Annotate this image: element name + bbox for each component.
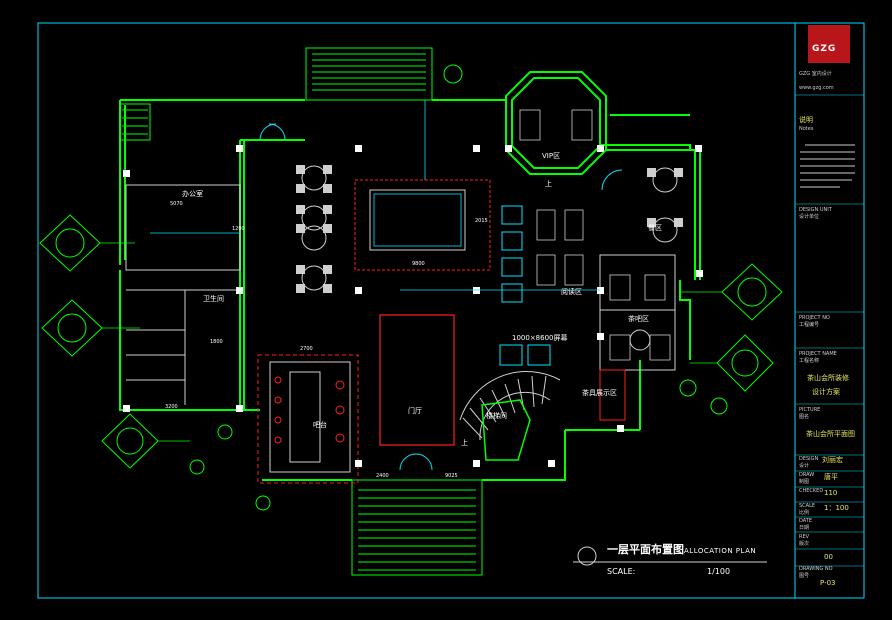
room-labels: 办公室 卫生间 吧台 门厅 楼梯间 阅读区 餐区 茶吧区 茶具展示区 VIP区 … <box>182 152 662 447</box>
title-block-grid <box>795 94 864 567</box>
draw-value: 唐平 <box>824 473 838 481</box>
scale-cn: 比例 <box>799 510 810 516</box>
logo-caption: GZG 室内设计 <box>799 71 832 77</box>
project-no-cn: 工程编号 <box>799 322 820 328</box>
notes-text-lines <box>800 144 855 188</box>
logo-mark: GZG <box>812 44 837 54</box>
draw-cn: 制图 <box>799 479 810 485</box>
scale-label: SCALE <box>799 503 816 509</box>
project-no-label: PROJECT NO <box>799 315 830 321</box>
design-cn: 设计 <box>799 463 810 469</box>
room-label-dining: 餐区 <box>648 223 662 232</box>
date-cn: 日期 <box>799 525 810 531</box>
top-stair <box>305 47 433 101</box>
title-block: GZG 室内设计 www.gzg.com 说明 Notes DESIGN UNI… <box>796 23 863 598</box>
spiral-stair <box>459 371 561 441</box>
dim-2: 2700 <box>300 346 313 352</box>
room-label-bar: 吧台 <box>313 420 327 429</box>
project-name-value-1: 茶山会所装修 <box>807 374 849 382</box>
drawing-no-label: DRAWING NO <box>799 566 833 572</box>
dim-1: 9800 <box>412 261 425 267</box>
picture-label: PICTURE <box>799 407 821 413</box>
dimension-labels: 9800 2700 9025 2400 5070 1800 2015 1200 … <box>165 201 488 479</box>
scale-value: 1：100 <box>824 504 849 512</box>
doors <box>259 123 623 471</box>
logo-url: www.gzg.com <box>799 85 834 91</box>
checked-label: CHECKED <box>799 488 824 494</box>
dim-4: 2400 <box>376 473 389 479</box>
reading-area-chairs <box>499 205 551 366</box>
design-value: 刘丽宏 <box>822 456 843 464</box>
design-unit-cn: 设计单位 <box>799 214 820 220</box>
room-label-restroom: 卫生间 <box>203 294 224 303</box>
dim-5: 5070 <box>170 201 183 207</box>
design-label: DESIGN <box>799 456 819 462</box>
bar-zone <box>257 354 359 484</box>
dim-6: 1800 <box>210 339 223 345</box>
structural-columns <box>123 145 703 467</box>
room-label-reading: 阅读区 <box>561 287 582 296</box>
room-label-lobby: 门厅 <box>408 406 422 415</box>
room-label-vip: VIP区 <box>542 152 560 160</box>
bottom-stair <box>351 479 483 576</box>
checked-value: 110 <box>824 489 838 497</box>
axis-lines <box>150 100 600 291</box>
room-label-screen: 1000×8600屏幕 <box>512 333 568 342</box>
left-terrace <box>119 103 151 141</box>
project-name-value-2: 设计方案 <box>812 388 840 396</box>
project-name-label: PROJECT NAME <box>799 351 837 357</box>
rev-cn: 版次 <box>799 541 810 547</box>
callout-leaders <box>100 242 722 442</box>
design-unit-label: DESIGN UNIT <box>799 207 832 213</box>
picture-value: 茶山会所平面图 <box>806 430 855 438</box>
room-label-stair: 楼梯间 <box>486 411 507 420</box>
dining-chairs <box>296 165 683 293</box>
elevation-callouts <box>39 64 783 511</box>
date-label: DATE <box>799 518 813 524</box>
draw-label: DRAW <box>799 472 815 478</box>
rev-value: 00 <box>824 553 833 561</box>
sheet-border <box>37 22 865 599</box>
drawing-no-value: P-03 <box>820 579 836 587</box>
lounge-sofas <box>519 109 671 361</box>
dim-3: 9025 <box>445 473 458 479</box>
project-name-cn: 工程名称 <box>799 358 820 364</box>
plan-title-en: ALLOCATION PLAN <box>684 547 757 555</box>
drawing-no-cn: 图号 <box>799 573 810 579</box>
interior-partitions <box>125 179 676 421</box>
rev-label: REV <box>799 534 810 540</box>
room-label-up-1: 上 <box>545 179 552 188</box>
notes-sub: Notes <box>799 126 814 132</box>
picture-cn: 图名 <box>799 414 810 420</box>
gzg-logo: GZG <box>808 25 850 63</box>
plan-title-marker <box>577 546 597 566</box>
room-label-tea-area: 茶吧区 <box>628 314 649 323</box>
notes-label: 说明 <box>799 116 813 124</box>
dim-7: 2015 <box>475 218 488 224</box>
plan-scale-value: 1/100 <box>707 567 731 576</box>
exterior-walls <box>119 99 701 481</box>
plan-scale-label: SCALE: <box>607 567 636 576</box>
dim-8: 1200 <box>232 226 245 232</box>
plan-title-cn: 一层平面布置图 <box>607 543 684 556</box>
dim-9: 3200 <box>165 404 178 410</box>
room-label-up-2: 上 <box>461 438 468 447</box>
room-label-teaware: 茶具展示区 <box>582 388 617 397</box>
lobby-outline <box>379 314 455 446</box>
room-label-office: 办公室 <box>182 189 203 198</box>
plan-title: 一层平面布置图ALLOCATION PLAN <box>607 541 756 557</box>
stair-landing <box>481 399 531 461</box>
vip-octagon-wall <box>505 71 607 175</box>
